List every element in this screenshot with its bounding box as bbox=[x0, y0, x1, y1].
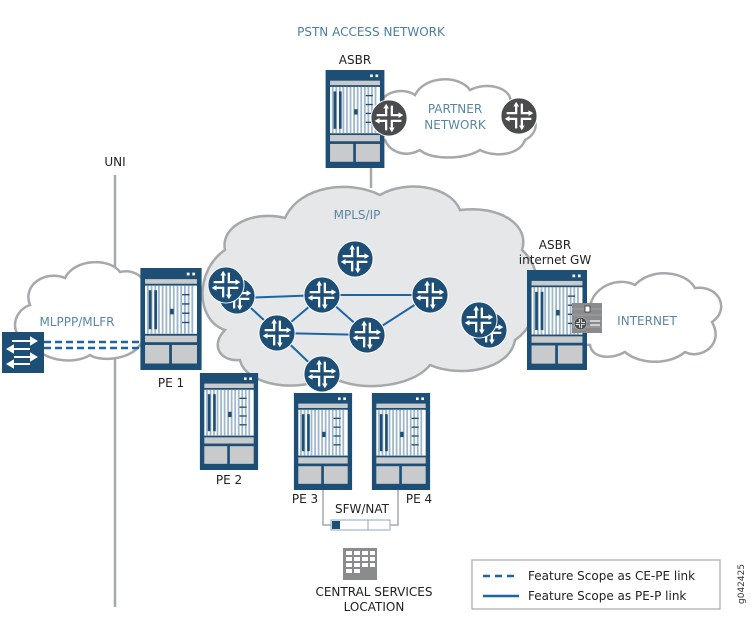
router-icon bbox=[411, 276, 449, 314]
pe4-sfw-link bbox=[390, 490, 399, 526]
legend: Feature Scope as CE-PE link Feature Scop… bbox=[471, 559, 721, 610]
router-icon bbox=[460, 301, 498, 339]
router-icon bbox=[348, 316, 386, 354]
central-services-label-2: LOCATION bbox=[344, 600, 405, 614]
switch-arrows-icon bbox=[590, 320, 600, 326]
asbr-gw-label-2: internet GW bbox=[519, 253, 592, 267]
router-icon bbox=[303, 355, 341, 393]
partner-router-icon bbox=[370, 99, 408, 137]
ce-switch bbox=[2, 332, 44, 373]
pe3-label: PE 3 bbox=[292, 492, 318, 506]
pe1-label: PE 1 bbox=[158, 376, 184, 390]
building-icon bbox=[343, 548, 377, 580]
router-icon bbox=[258, 314, 296, 352]
firewall-module bbox=[572, 303, 602, 333]
pe3-chassis bbox=[293, 393, 353, 490]
internet-label: INTERNET bbox=[617, 314, 677, 328]
switch-arrows-icon bbox=[6, 336, 38, 369]
mpls-ip-label: MPLS/IP bbox=[334, 208, 381, 222]
pe1-chassis bbox=[140, 268, 202, 370]
pe4-label: PE 4 bbox=[406, 492, 432, 506]
asbr-gw-label-1: ASBR bbox=[539, 238, 571, 252]
figure-id: g042425 bbox=[737, 564, 747, 604]
mlppp-label: MLPPP/MLFR bbox=[39, 315, 114, 329]
router-icon bbox=[336, 240, 374, 278]
partner-network-label-2: NETWORK bbox=[424, 118, 487, 132]
lock-icon bbox=[584, 305, 591, 313]
uni-label: UNI bbox=[104, 155, 125, 169]
partner-router-icon bbox=[500, 97, 538, 135]
router-icon bbox=[303, 276, 341, 314]
mlppp-cloud bbox=[13, 260, 152, 362]
pe3-sfw-link bbox=[322, 490, 331, 526]
sfw-nat-appliance bbox=[330, 519, 391, 531]
central-services-label-1: CENTRAL SERVICES bbox=[315, 585, 432, 599]
diagram-title: PSTN ACCESS NETWORK bbox=[297, 25, 446, 39]
asbr-label: ASBR bbox=[339, 53, 371, 67]
router-icon bbox=[574, 317, 587, 330]
pe4-chassis bbox=[371, 393, 431, 490]
partner-network-label-1: PARTNER bbox=[428, 102, 482, 116]
router-icon bbox=[207, 266, 245, 304]
legend-label-pe-p: Feature Scope as PE-P link bbox=[528, 589, 686, 603]
sfw-nat-label: SFW/NAT bbox=[335, 502, 390, 516]
pe2-chassis bbox=[199, 373, 259, 470]
legend-label-ce-pe: Feature Scope as CE-PE link bbox=[528, 569, 695, 583]
pe2-label: PE 2 bbox=[216, 473, 242, 487]
ce-pe-link bbox=[44, 340, 140, 350]
